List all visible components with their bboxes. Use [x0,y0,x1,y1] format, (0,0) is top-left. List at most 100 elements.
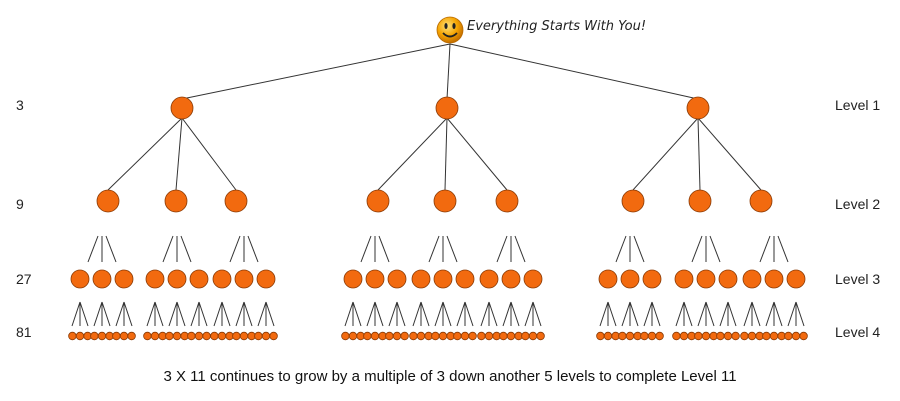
level-4-node [392,331,402,341]
level-4-node [784,331,793,341]
edge-level3-level4 [480,301,490,327]
level-3-node [256,269,276,289]
edge-level3-level4 [221,301,231,327]
level-3-node [167,269,187,289]
level-label-4: Level 4 [835,324,881,340]
edge-level3-level4 [787,301,797,327]
level-2-node [688,189,712,213]
level-4-node [232,331,241,341]
level-4-node [68,331,77,341]
edge-level1-level2 [446,117,508,191]
edge-level3-level4 [366,301,376,327]
level-1-node [686,96,710,120]
edge-level3-level4 [751,301,761,327]
edge-level3-level4 [344,301,354,327]
edge-level1-level2 [697,117,701,191]
level-4-node [150,331,160,341]
level-2-node [749,189,773,213]
level-3-node [114,269,134,289]
level-3-node [365,269,385,289]
level-3-node [523,269,543,289]
edge-level3-level4 [257,301,267,327]
edge-level3-level4 [629,301,639,327]
level-4-node [112,331,121,341]
level-4-node [172,331,182,341]
edge-level2-level3 [514,235,526,263]
level-4-node [521,331,530,341]
level-3-node [479,269,499,289]
edge-level3-level4 [697,301,707,327]
level-4-node [799,331,808,341]
level-4-node [694,331,703,341]
level-3-node [343,269,363,289]
level-label-2: Level 2 [835,196,881,212]
edge-level3-level4 [795,301,805,327]
edge-level3-level4 [599,301,609,327]
edge-level2-level3 [229,235,241,263]
edge-level3-level4 [101,301,111,327]
level-4-node [239,331,249,341]
level-3-node [786,269,806,289]
level-2-node [96,189,120,213]
edge-level3-level4 [675,301,685,327]
level-2-node [224,189,248,213]
edge-level3-level4 [213,301,223,327]
edge-level3-level4 [488,301,498,327]
level-4-node [97,331,107,341]
edge-level3-level4 [705,301,715,327]
level-4-node [716,331,725,341]
level-4-node [409,331,418,341]
level-4-node [596,331,605,341]
level-4-node [536,331,545,341]
edge-level2-level3 [105,235,117,263]
row-count-level-3: 27 [16,271,32,287]
edge-level2-level3 [162,235,174,263]
level-4-node [194,331,204,341]
edge-level3-level4 [464,301,474,327]
level-4-node [400,331,409,341]
level-3-node [387,269,407,289]
level-3-node [145,269,165,289]
level-4-node [640,331,649,341]
edge-level3-level4 [115,301,125,327]
edge-level1-level2 [377,117,448,191]
edge-level3-level4 [154,301,164,327]
level-4-node [762,331,771,341]
edge-level3-level4 [683,301,693,327]
edge-level3-level4 [123,301,133,327]
edge-level3-level4 [265,301,275,327]
edge-level1-level2 [697,117,762,191]
level-4-node [385,331,394,341]
edge-level3-level4 [743,301,753,327]
edge-level2-level3 [633,235,645,263]
edge-level3-level4 [434,301,444,327]
row-count-level-4: 81 [16,324,32,340]
edge-level2-level3 [378,235,390,263]
edge-level2-level3 [180,235,192,263]
edge-level3-level4 [510,301,520,327]
level-label-3: Level 3 [835,271,881,287]
level-3-node [764,269,784,289]
level-4-node [603,331,613,341]
edge-level3-level4 [176,301,186,327]
level-3-node [234,269,254,289]
level-3-node [674,269,694,289]
level-4-node [127,331,136,341]
edge-level3-level4 [352,301,362,327]
edge-level3-level4 [396,301,406,327]
edge-level3-level4 [456,301,466,327]
level-4-node [672,331,681,341]
level-2-node [621,189,645,213]
edge-level1-level2 [444,117,448,191]
level-3-node [598,269,618,289]
level-4-node [528,331,538,341]
edge-level2-level3 [87,235,99,263]
edge-level3-level4 [190,301,200,327]
level-3-node [718,269,738,289]
edge-level3-level4 [607,301,617,327]
level-4-node [618,331,627,341]
edge-level3-level4 [420,301,430,327]
edge-level3-level4 [532,301,542,327]
level-4-node [165,331,174,341]
row-count-level-2: 9 [16,196,24,212]
